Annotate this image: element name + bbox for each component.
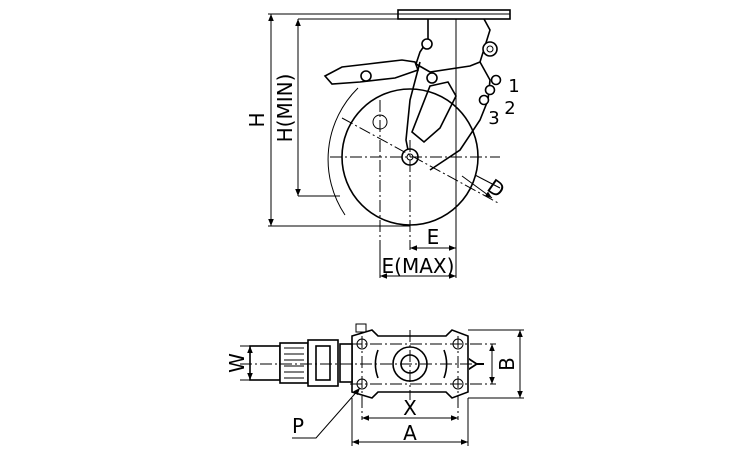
label-y: Y <box>465 357 489 371</box>
label-hole-2: 2 <box>504 98 515 119</box>
rivet <box>421 38 433 50</box>
brake-lever <box>323 59 420 85</box>
height-hole-2 <box>484 84 496 96</box>
tread-block <box>249 345 281 381</box>
rivet <box>482 41 498 57</box>
label-x: X <box>403 396 417 420</box>
height-hole-1 <box>490 74 502 86</box>
tread-pattern <box>279 342 309 384</box>
top-view: W Y B X A P <box>225 323 524 446</box>
label-e-max: E(MAX) <box>382 254 455 278</box>
height-hole-3 <box>478 94 490 106</box>
top-plate <box>351 329 469 399</box>
label-a: A <box>403 421 417 445</box>
label-p: P <box>292 414 304 438</box>
label-hole-1: 1 <box>508 76 519 97</box>
lever-pin <box>426 72 438 84</box>
wheel-arc-max <box>327 87 359 216</box>
label-h: H <box>245 112 269 127</box>
side-view: H H(MIN) E E(MAX) D 1 2 3 <box>245 9 520 279</box>
label-d: D <box>483 174 509 202</box>
label-b: B <box>495 357 519 371</box>
label-w: W <box>225 353 249 373</box>
lever-pin <box>360 70 372 82</box>
label-h-min: H(MIN) <box>273 74 297 143</box>
fork-inner <box>411 81 457 144</box>
label-e: E <box>427 225 440 249</box>
label-hole-3: 3 <box>488 108 499 129</box>
